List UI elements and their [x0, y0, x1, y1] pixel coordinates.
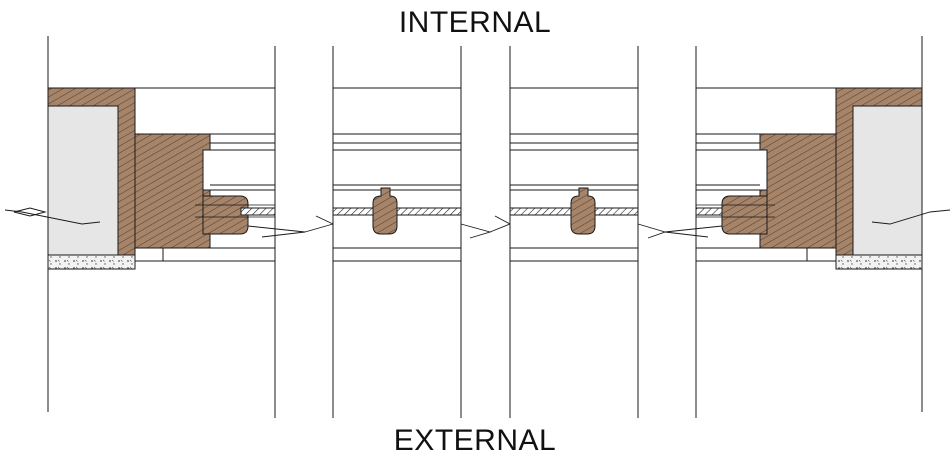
internal-label: INTERNAL [398, 6, 552, 39]
glazing-bar-right [489, 187, 667, 239]
left-frame-stile [134, 133, 306, 249]
external-label: EXTERNAL [393, 424, 557, 457]
frame-lines [135, 87, 836, 262]
left-wall [4, 87, 136, 270]
right-wall [835, 87, 950, 270]
glazing-bar-left [304, 187, 492, 239]
vertical-guide-lines [47, 36, 923, 418]
right-frame-stile [664, 133, 837, 249]
